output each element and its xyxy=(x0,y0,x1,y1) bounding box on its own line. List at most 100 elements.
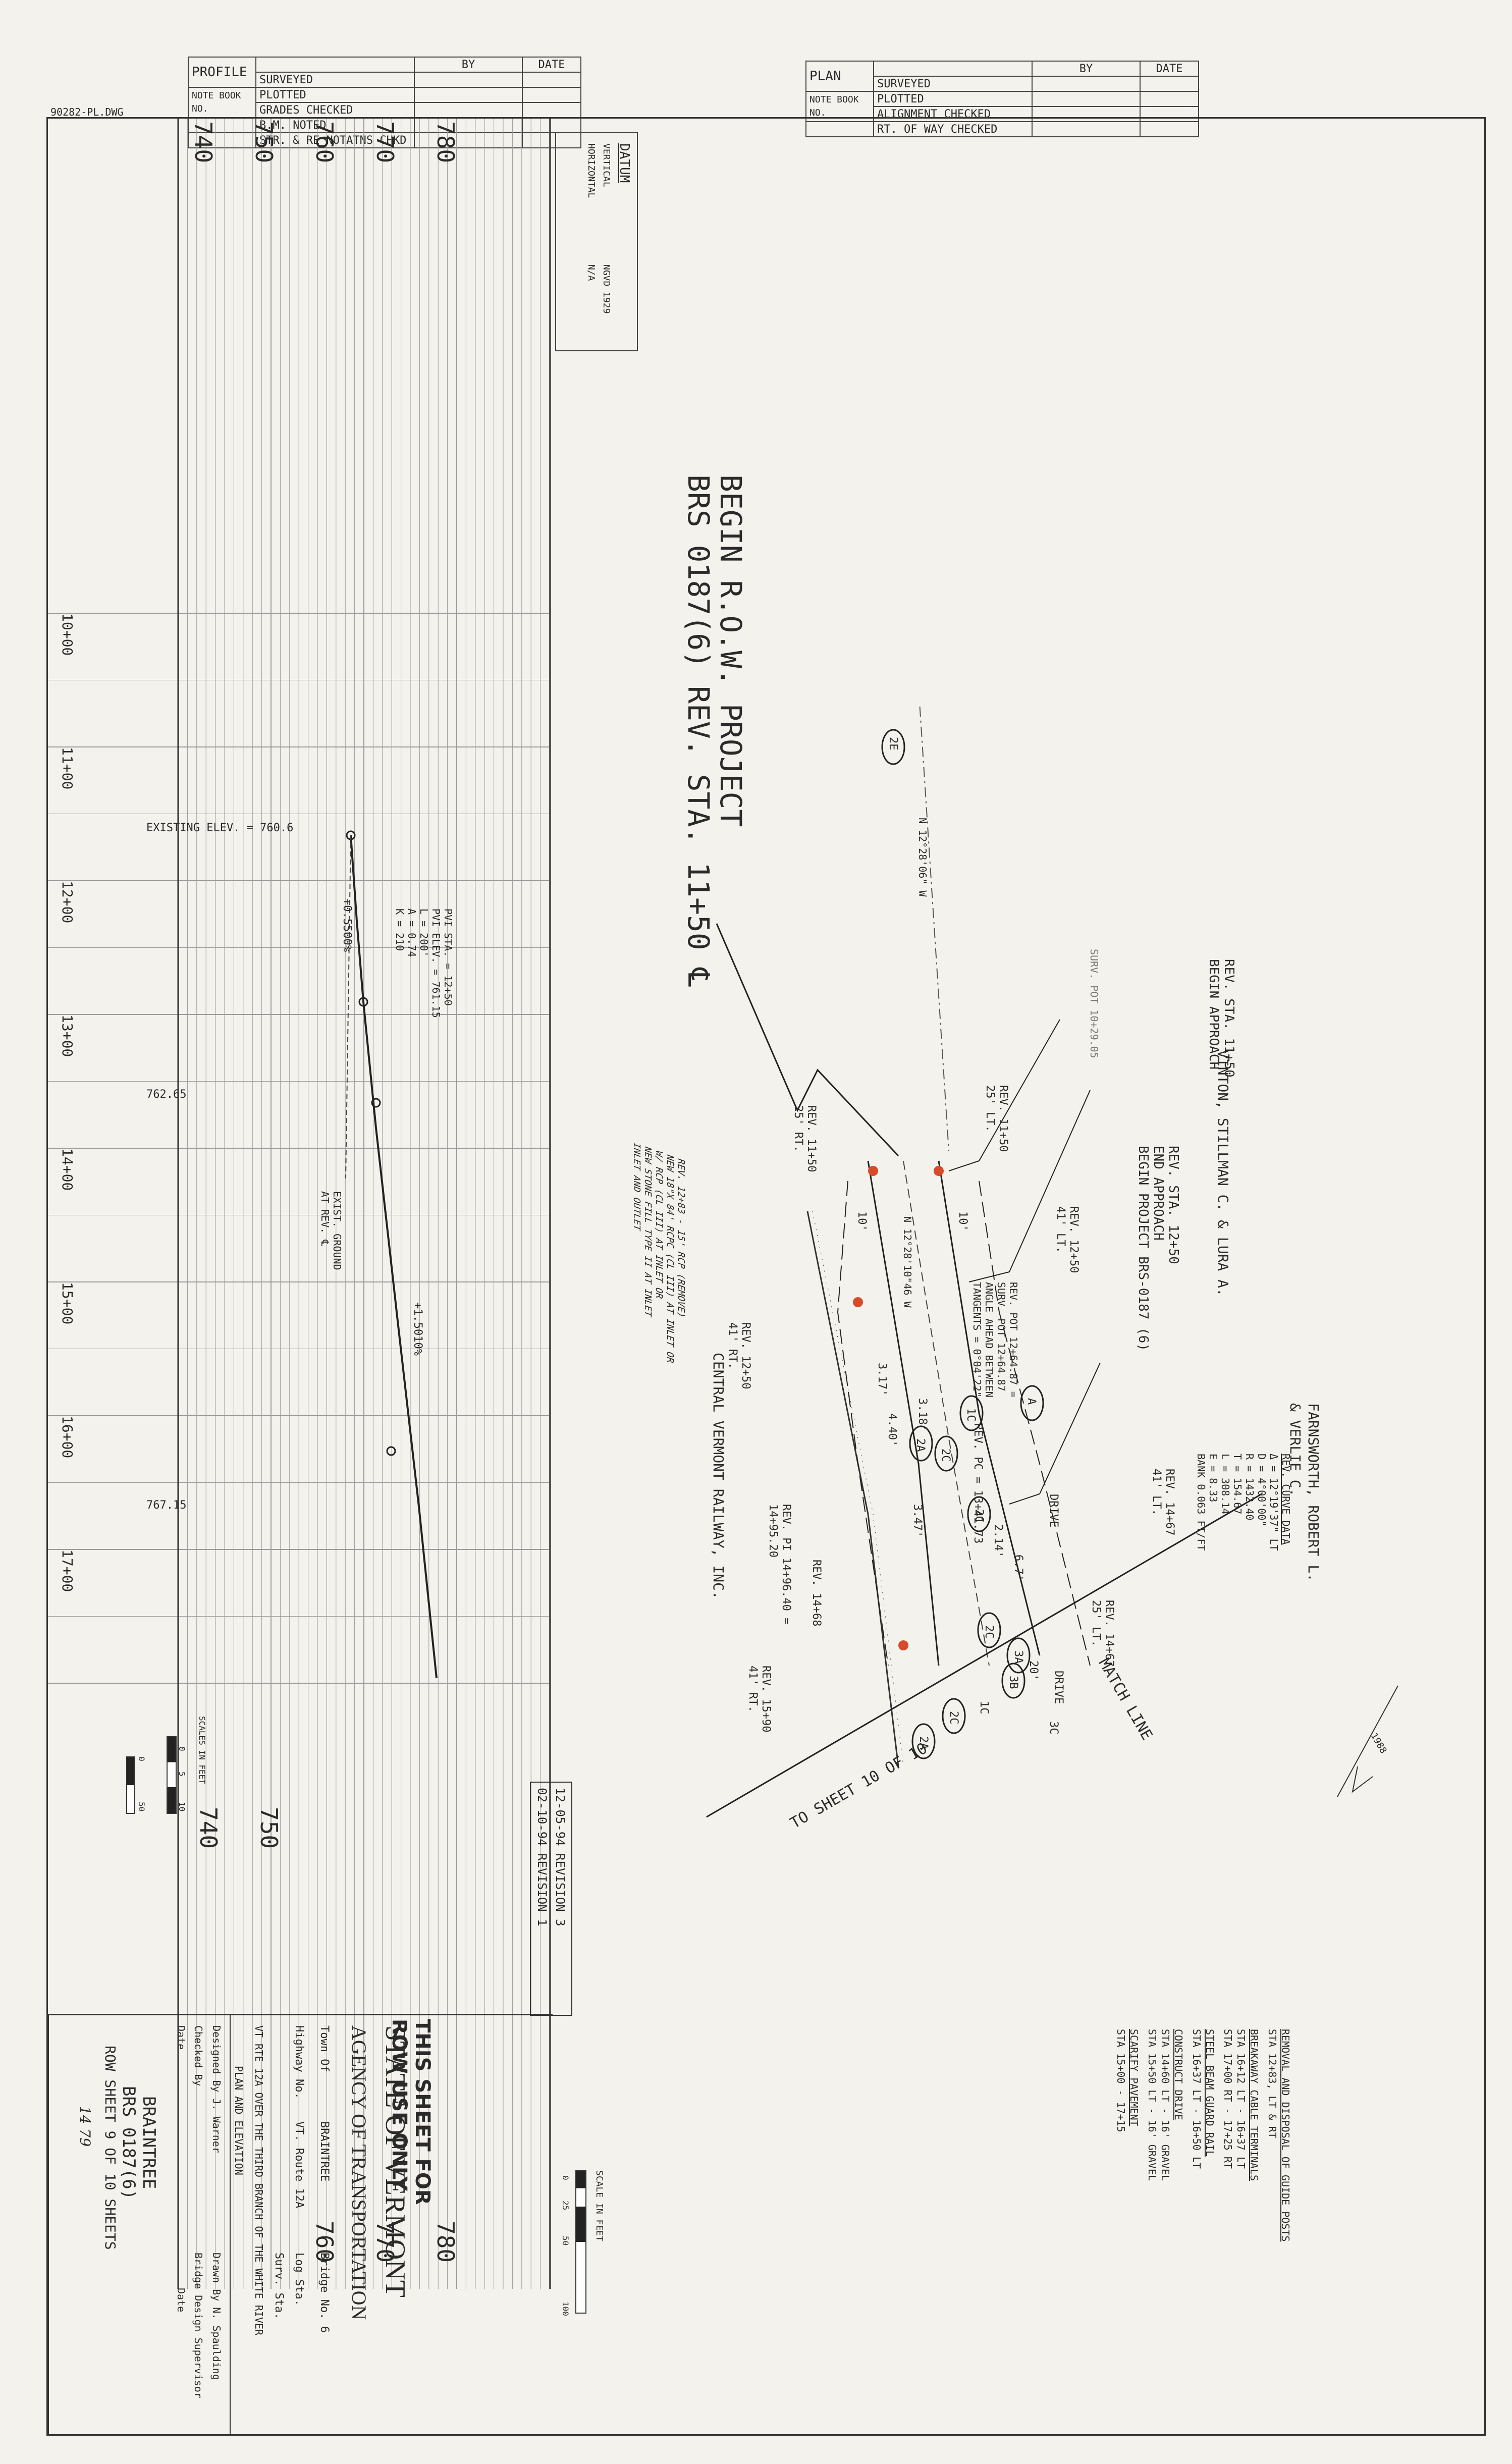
designed-by: Designed By J. Warner xyxy=(210,2025,223,2153)
road-edge-left xyxy=(867,1160,940,1666)
callout-label: 2A xyxy=(914,1438,927,1452)
row-point xyxy=(934,1166,944,1176)
pi-label: REV. PI 14+96.40 =14+95.20 xyxy=(766,1504,792,1624)
callout-label: 3A xyxy=(1012,1650,1024,1664)
callout-label: 1C xyxy=(978,1701,990,1715)
rev-line: REV. STA. 12+50 xyxy=(1166,1146,1181,1264)
scale-tick: 0 xyxy=(137,1756,146,1761)
town-big: BRAINTREE xyxy=(139,2096,159,2189)
town-value: BRAINTREE xyxy=(318,2121,331,2182)
curve-line: Δ = 12°19'37" LT xyxy=(1268,1454,1280,1551)
divider xyxy=(48,2015,49,2434)
station-label: 13+00 xyxy=(59,1014,76,1057)
dim-label: 4.40' xyxy=(886,1413,898,1447)
callout-label: 2C xyxy=(939,1449,952,1462)
scale-tick: 0 xyxy=(561,2175,570,2180)
callout-label: 3C xyxy=(1047,1721,1060,1735)
offset-line: 41' LT. xyxy=(1150,1469,1163,1516)
note-title: CONSTRUCT DRIVE xyxy=(1172,2029,1184,2120)
elevation-label: 767.15 xyxy=(146,1499,187,1512)
curve-data: REV. CURVE DATA Δ = 12°19'37" LT D = 4°0… xyxy=(1195,1454,1292,1551)
owner-vinton: VINTON, STILLMAN C. & LURA A. xyxy=(1215,1050,1231,1297)
callout-label: 2C xyxy=(983,1625,995,1639)
profile-date-header: DATE xyxy=(522,57,581,73)
plan-row: PLOTTED xyxy=(873,91,1033,107)
profile-grid xyxy=(48,119,551,2289)
revision-box: 12-05-94 REVISION 3 02-10-94 REVISION 1 xyxy=(530,1782,572,2016)
plan-scale-label: SCALE IN FEET xyxy=(594,2170,605,2241)
surv-pot-label: SURV. POT 10+29.05 xyxy=(1088,949,1100,1058)
curve-line: REV. CURVE DATA xyxy=(1280,1454,1292,1545)
datum-horizontal-label: HORIZONTAL xyxy=(586,143,597,198)
supervisor-label: Bridge Design Supervisor xyxy=(192,2253,204,2398)
plan-scale-bar xyxy=(575,2170,586,2314)
scale-tick: 10 xyxy=(177,1802,187,1812)
station-label: 15+00 xyxy=(59,1282,76,1325)
offset-line: 25' RT. xyxy=(792,1105,804,1152)
row-line-right xyxy=(979,1181,1091,1666)
callout-2a xyxy=(911,1723,936,1759)
sheet-number: ROW SHEET 9 OF 10 SHEETS xyxy=(102,2046,119,2250)
offset-line: 41' RT. xyxy=(746,1666,759,1712)
plan-scale: SCALE IN FEET 0 25 50 100 xyxy=(561,2170,646,2332)
callout-2c xyxy=(934,1435,958,1472)
profile-point-elev xyxy=(386,1446,396,1456)
drive-label: DRIVE xyxy=(1052,1671,1065,1704)
callout-2e xyxy=(881,729,905,765)
road-centerline xyxy=(903,1160,990,1666)
note-line: STA 12+83, LT & RT xyxy=(1266,2029,1278,2138)
offset-line: 41' RT. xyxy=(726,1322,739,1369)
grade-in-label: +0.5500% xyxy=(341,898,353,952)
row-point xyxy=(898,1640,908,1650)
offset-line: REV. 11+50 xyxy=(805,1105,818,1172)
pi-line: 14+95.20 xyxy=(767,1504,779,1558)
callout-label: 2A xyxy=(917,1736,930,1750)
dim-label: 2.14' xyxy=(992,1524,1004,1558)
owner-line: FARNSWORTH, ROBERT L. xyxy=(1305,1403,1322,1582)
bearing-label: N 12°28'06" W xyxy=(916,818,929,897)
checked-by: Checked By xyxy=(192,2025,204,2086)
pipe-note: NEW 18"X 84' RCPC (CL III) AT INLET OR xyxy=(665,1153,675,1365)
surv-sta: Surv. Sta. xyxy=(273,2253,285,2320)
pipe-note: W/ RCP (CL III) AT INLET OR xyxy=(654,1149,664,1301)
profile-scale-label: SCALES IN FEET xyxy=(197,1716,207,1784)
profile-scale-bar-h xyxy=(167,1736,177,1814)
plan-notebook-label: NOTE BOOK xyxy=(809,94,859,105)
curve-line: L = 308.14 xyxy=(1219,1454,1231,1515)
scale-tick: 100 xyxy=(561,2301,570,2316)
callout-label: 2C xyxy=(947,1711,960,1725)
pvi-line: K = 210 xyxy=(394,908,406,951)
datum-box: DATUM VERTICAL HORIZONTAL NGVD 1929 N/A xyxy=(555,132,638,351)
callout-2a xyxy=(909,1425,933,1462)
elev-label: 740 xyxy=(190,121,217,164)
north-arrow-icon xyxy=(1337,1685,1398,1797)
profile-existing-ground xyxy=(345,835,351,1179)
plan-row: SURVEYED xyxy=(873,76,1033,92)
state-title: STATE OF VERMONT xyxy=(380,2025,411,2297)
datum-vertical-label: VERTICAL xyxy=(601,143,612,187)
elev-label: 750 xyxy=(250,121,278,164)
bearing-label: N 12°28'10"46 W xyxy=(901,1216,913,1308)
callout-label: 2C xyxy=(973,1509,985,1523)
offset-line: 41' LT. xyxy=(1054,1206,1067,1253)
station-label: 11+00 xyxy=(59,747,76,790)
railway-label: CENTRAL VERMONT RAILWAY, INC. xyxy=(710,1353,727,1599)
pc-label: REV. PC = 13+41.73 xyxy=(971,1423,984,1544)
station-label: 14+00 xyxy=(59,1148,76,1191)
callout-label: 1C xyxy=(964,1408,977,1422)
profile-row: PLOTTED xyxy=(255,87,415,103)
pvi-line: PVI ELEV. = 761.15 xyxy=(430,908,442,1018)
pot-line: REV. POT 12+64.87 = xyxy=(1007,1282,1019,1398)
callout-3a xyxy=(1006,1637,1031,1674)
plan-drawing xyxy=(706,707,1262,1818)
station-label: 16+00 xyxy=(59,1416,76,1459)
pipe-note: REV. 12+83 - 15' RCP (REMOVE) xyxy=(676,1157,686,1320)
offset-line: REV. 12+50 xyxy=(739,1322,752,1389)
profile-row: SURVEYED xyxy=(255,72,415,88)
profile-point-evc xyxy=(371,1098,381,1108)
callout-label: A xyxy=(1025,1398,1038,1405)
